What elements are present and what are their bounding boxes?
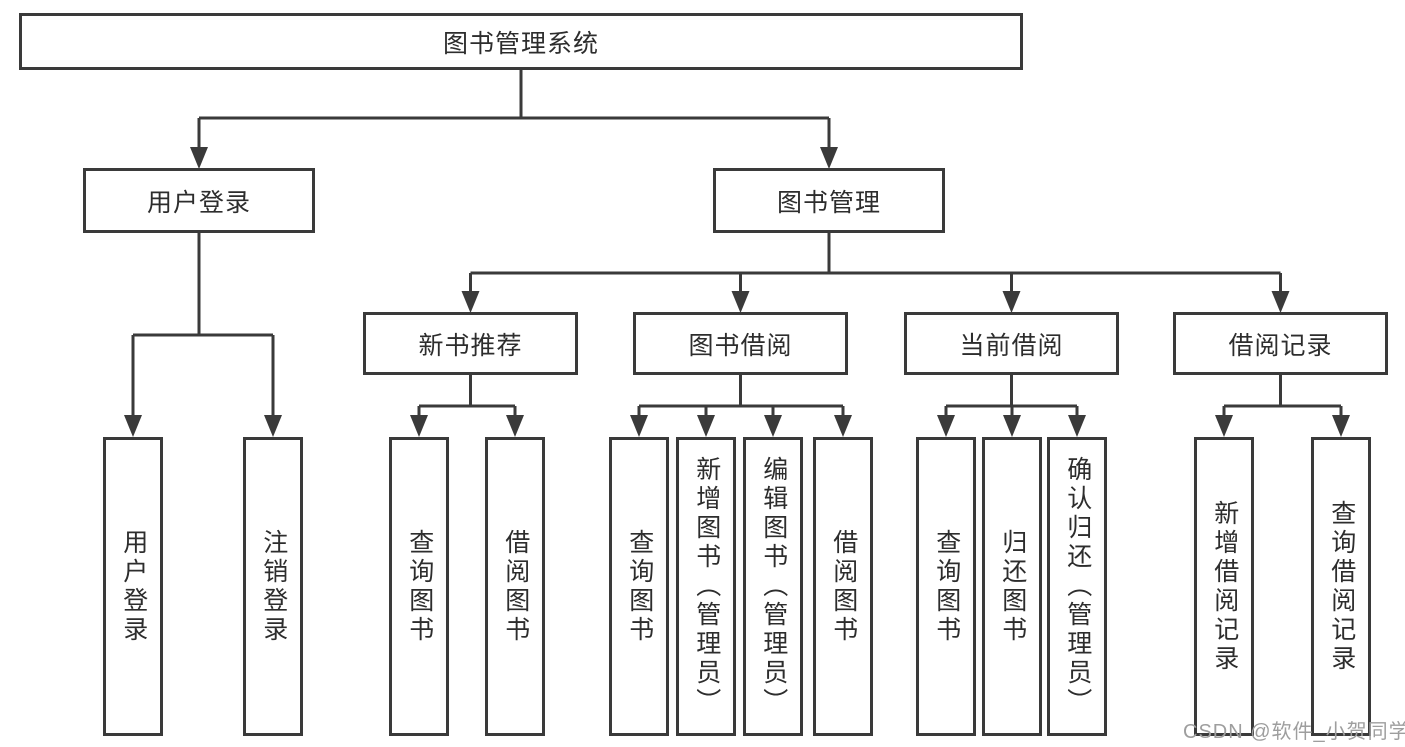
arrow-down-icon [1003, 415, 1021, 437]
arrow-down-icon [731, 291, 750, 313]
arrow-down-icon [124, 415, 142, 437]
leaf-logout: 注销登录 [243, 437, 303, 736]
leaf-add-book-admin: 新增图书（管理员） [676, 437, 736, 736]
edge-root-to-level2 [197, 70, 831, 150]
node-label: 当前借阅 [959, 331, 1064, 360]
node-label: 新增借阅记录 [1210, 499, 1239, 674]
edge-current-to-leaves [944, 375, 1079, 418]
leaf-query-books-borrowing: 查询图书 [609, 437, 669, 736]
leaf-query-books-current: 查询图书 [916, 437, 976, 736]
edge-borrowing-to-leaves [637, 375, 845, 418]
node-book-management: 图书管理 [713, 168, 945, 233]
arrow-down-icon [937, 415, 955, 437]
arrow-down-icon [630, 415, 648, 437]
edge-records-to-leaves [1222, 375, 1343, 418]
leaf-confirm-return-admin: 确认归还（管理员） [1047, 437, 1107, 736]
node-library-management-system: 图书管理系统 [19, 13, 1023, 70]
leaf-query-books-recommend: 查询图书 [389, 437, 449, 736]
node-label: 查询借阅记录 [1327, 499, 1356, 674]
leaf-query-borrow-record: 查询借阅记录 [1311, 437, 1371, 736]
leaf-user-login: 用户登录 [103, 437, 163, 736]
arrow-down-icon [1271, 291, 1290, 313]
edge-userlogin-to-leaves [131, 233, 275, 418]
arrow-down-icon [264, 415, 282, 437]
edge-bookmgmt-to-level3 [469, 233, 1282, 294]
arrow-down-icon [410, 415, 428, 437]
node-label: 图书管理系统 [442, 29, 599, 58]
node-user-login: 用户登录 [83, 168, 315, 233]
node-label: 图书借阅 [688, 331, 793, 360]
node-label: 借阅记录 [1228, 331, 1333, 360]
arrow-down-icon [834, 415, 852, 437]
edge-recommend-to-leaves [417, 375, 517, 418]
arrow-down-icon [697, 415, 715, 437]
leaf-borrow-books-borrowing: 借阅图书 [813, 437, 873, 736]
arrow-down-icon [820, 147, 838, 169]
node-label: 新书推荐 [418, 331, 523, 360]
node-label: 查询图书 [625, 528, 654, 645]
node-label: 查询图书 [932, 528, 961, 645]
node-book-borrowing: 图书借阅 [633, 312, 848, 375]
node-label: 借阅图书 [501, 528, 530, 645]
arrow-down-icon [1002, 291, 1021, 313]
node-label: 用户登录 [146, 188, 251, 217]
node-label: 用户登录 [119, 528, 148, 645]
node-label: 注销登录 [259, 528, 288, 645]
leaf-add-borrow-record: 新增借阅记录 [1194, 437, 1254, 736]
leaf-edit-book-admin: 编辑图书（管理员） [743, 437, 803, 736]
node-label: 借阅图书 [829, 528, 858, 645]
arrowheads [124, 147, 1350, 437]
node-new-book-recommendation: 新书推荐 [363, 312, 578, 375]
node-label: 归还图书 [998, 528, 1027, 645]
node-label: 新增图书（管理员） [692, 456, 721, 717]
node-borrowing-records: 借阅记录 [1173, 312, 1388, 375]
arrow-down-icon [461, 291, 480, 313]
csdn-watermark: CSDN @软件_小贺同学 [1183, 721, 1405, 743]
leaf-return-book: 归还图书 [982, 437, 1042, 736]
node-current-borrowing: 当前借阅 [904, 312, 1119, 375]
node-label: 图书管理 [776, 188, 881, 217]
node-label: 确认归还（管理员） [1063, 456, 1092, 717]
node-label: 查询图书 [405, 528, 434, 645]
arrow-down-icon [1068, 415, 1086, 437]
leaf-borrow-books-recommend: 借阅图书 [485, 437, 545, 736]
arrow-down-icon [1215, 415, 1233, 437]
arrow-down-icon [1332, 415, 1350, 437]
node-label: 编辑图书（管理员） [759, 456, 788, 717]
arrow-down-icon [764, 415, 782, 437]
arrow-down-icon [190, 147, 208, 169]
arrow-down-icon [506, 415, 524, 437]
